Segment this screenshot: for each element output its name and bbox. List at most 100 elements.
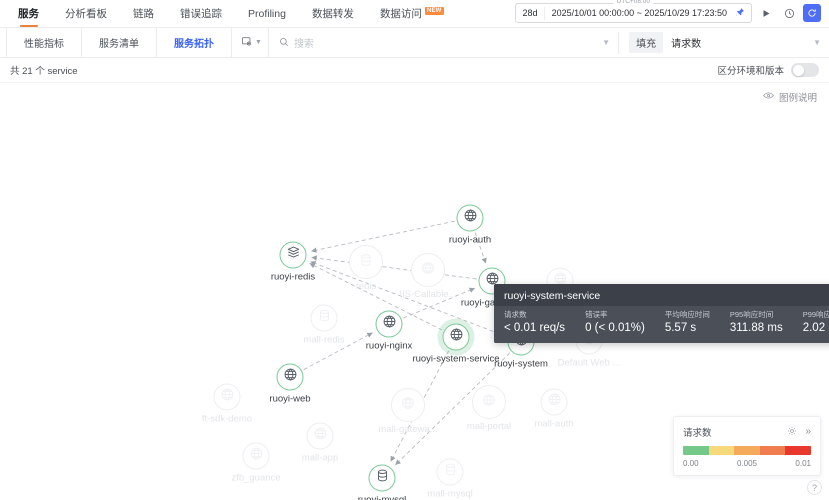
node-circle[interactable]: [310, 304, 338, 332]
play-button[interactable]: [757, 4, 775, 22]
subtab-service-topology-label: 服务拓扑: [174, 39, 214, 50]
legend-actions: »: [787, 426, 811, 439]
tooltip-metric-0-value: < 0.01 req/s: [504, 322, 566, 334]
node-circle[interactable]: [411, 253, 445, 287]
node-circle[interactable]: [368, 464, 396, 492]
nav-tab-0[interactable]: 服务: [5, 0, 52, 27]
nav-tab-2-label: 链路: [133, 8, 154, 20]
topology-node-ruoyi-auth[interactable]: ruoyi-auth: [449, 204, 491, 246]
nav-tab-6[interactable]: 数据访问 NEW: [367, 0, 457, 27]
legend-color-swatch: [785, 446, 811, 455]
subtab-performance-label: 性能指标: [24, 39, 64, 50]
node-circle[interactable]: [306, 422, 334, 450]
nav-tab-2[interactable]: 链路: [120, 0, 167, 27]
tooltip-metrics: 请求数 < 0.01 req/s 错误率 0 (< 0.01%) 平均响应时间 …: [494, 306, 829, 343]
globe-icon: [482, 393, 496, 412]
node-circle[interactable]: [349, 245, 383, 279]
topology-node-zfb_guance[interactable]: zfb_guance: [231, 442, 281, 484]
topology-node-mall-gateway[interactable]: mall-gatewa...: [378, 388, 438, 435]
history-button[interactable]: [780, 4, 798, 22]
node-circle[interactable]: [375, 310, 403, 338]
topology-node-mall-portal[interactable]: mall-portal: [467, 385, 511, 432]
nav-tab-1[interactable]: 分析看板: [52, 0, 120, 27]
globe-icon: [313, 427, 327, 446]
node-label: zfb_guance: [231, 472, 281, 484]
legend-title: 请求数: [683, 428, 712, 439]
tooltip-metric-1-label: 错误率: [585, 310, 608, 319]
tooltip-metric-2: 平均响应时间 5.57 s: [665, 309, 710, 334]
gear-icon[interactable]: [787, 426, 797, 439]
search-toolbar: ▼ 搜索 ▼: [232, 27, 618, 58]
topology-node-iis-callable[interactable]: IIS-Callable...: [399, 253, 457, 300]
search-expand-chevron-icon[interactable]: ▼: [602, 38, 611, 47]
topology-node-mall-app[interactable]: mall-app: [302, 422, 338, 464]
node-circle[interactable]: [456, 204, 484, 232]
topology-node-ruoyi-redis[interactable]: ruoyi-redis: [271, 241, 315, 283]
subtab-service-topology[interactable]: 服务拓扑: [157, 27, 232, 58]
time-range-value[interactable]: 2025/10/01 00:00:00 ~ 2025/10/29 17:23:5…: [551, 8, 727, 18]
nav-tab-5[interactable]: 数据转发: [299, 0, 367, 27]
topology-node-redis-dim[interactable]: redis: [349, 245, 383, 292]
legend-scale-mid: 0.005: [736, 459, 758, 468]
pin-icon[interactable]: [735, 7, 745, 20]
topology-node-mall-mysql[interactable]: mall-mysql: [427, 458, 473, 500]
node-label: ruoyi-auth: [448, 234, 492, 246]
node-circle[interactable]: [540, 388, 568, 416]
db-icon: [359, 253, 373, 272]
topology-edge: [311, 255, 477, 280]
legend-color-swatch: [734, 446, 760, 455]
topology-node-ruoyi-mysql[interactable]: ruoyi-mysql: [358, 464, 406, 500]
fill-chevron-down-icon[interactable]: ▼: [813, 38, 821, 47]
search-input[interactable]: 搜索: [267, 27, 596, 58]
node-label: ruoyi-system-service: [412, 353, 500, 365]
env-version-toggle[interactable]: [791, 63, 819, 77]
subtab-performance[interactable]: 性能指标: [6, 27, 82, 58]
topology-node-ruoyi-nginx[interactable]: ruoyi-nginx: [366, 310, 412, 352]
nav-tab-3[interactable]: 错误追踪: [167, 0, 235, 27]
node-circle[interactable]: [442, 323, 470, 351]
legend-scale-min: 0.00: [683, 459, 699, 468]
help-button[interactable]: ?: [807, 480, 822, 495]
node-circle[interactable]: [242, 442, 270, 470]
nav-tab-3-label: 错误追踪: [180, 8, 222, 20]
search-icon: [279, 34, 289, 52]
sub-toolbar: 性能指标 服务清单 服务拓扑 ▼ 搜索 ▼ 填充 请求数 ▼: [0, 27, 829, 58]
chevron-down-icon[interactable]: ▼: [255, 39, 262, 46]
node-circle[interactable]: [213, 383, 241, 411]
layout-select-button[interactable]: ▼: [241, 34, 262, 52]
node-circle[interactable]: [436, 458, 464, 486]
nav-tab-1-label: 分析看板: [65, 8, 107, 20]
node-label: ruoyi-nginx: [365, 340, 413, 352]
node-label: mall-gatewa...: [378, 424, 438, 435]
nav-tab-5-label: 数据转发: [311, 8, 354, 20]
legend-toggle-label: 图例说明: [778, 93, 817, 104]
topology-node-ruoyi-system-service[interactable]: ruoyi-system-service: [412, 323, 500, 365]
time-range-picker[interactable]: UTC+08:00 28d 2025/10/01 00:00:00 ~ 2025…: [514, 0, 752, 23]
nav-tab-4[interactable]: Profiling: [235, 0, 299, 27]
subtab-service-list[interactable]: 服务清单: [82, 27, 157, 58]
db-icon: [443, 463, 457, 482]
tooltip-metric-2-value: 5.57 s: [664, 322, 697, 334]
node-circle[interactable]: [276, 363, 304, 391]
node-circle[interactable]: [391, 388, 425, 422]
help-button-label: ?: [811, 482, 817, 493]
topology-node-ruoyi-web[interactable]: ruoyi-web: [269, 363, 311, 405]
service-count-row: 共 21 个 service 区分环境和版本: [0, 58, 829, 83]
tooltip-metric-1: 错误率 0 (< 0.01%): [585, 309, 645, 334]
node-circle[interactable]: [472, 385, 506, 419]
topology-node-ft-sdk-demo[interactable]: ft-sdk-demo: [202, 383, 252, 425]
node-label: mall-redis: [303, 334, 345, 346]
topology-node-mall-auth[interactable]: mall-auth: [534, 388, 574, 430]
topology-node-mall-redis[interactable]: mall-redis: [303, 304, 345, 346]
node-circle[interactable]: [279, 241, 307, 269]
db-icon: [375, 469, 389, 488]
env-version-toggle-label: 区分环境和版本: [717, 66, 784, 77]
chevron-right-double-icon[interactable]: »: [805, 425, 811, 437]
legend-toggle-button[interactable]: 图例说明: [763, 90, 817, 104]
quick-range-value[interactable]: 28d: [516, 6, 545, 20]
node-label: ruoyi-system: [494, 358, 548, 370]
fill-selector[interactable]: 填充 请求数 ▼: [618, 31, 829, 54]
refresh-button[interactable]: [803, 4, 821, 22]
tooltip-metric-0-label: 请求数: [504, 310, 527, 319]
